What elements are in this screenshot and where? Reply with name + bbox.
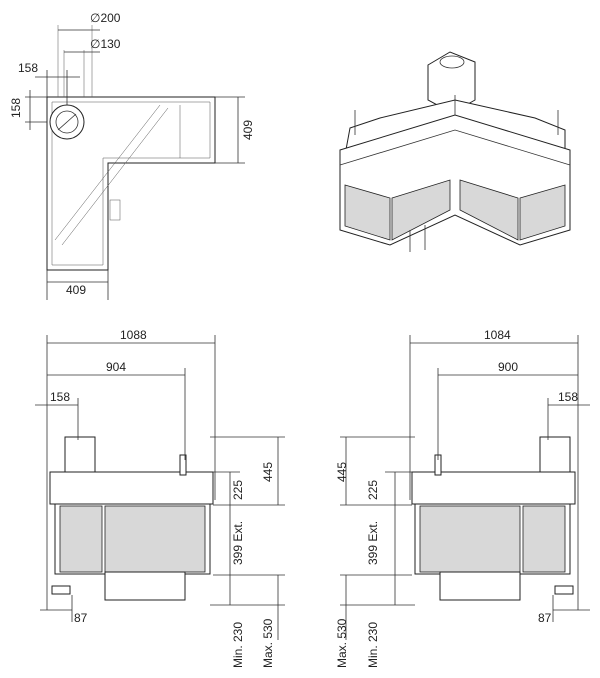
flue-axis-left: 904 — [106, 360, 126, 374]
isometric-view — [339, 51, 571, 252]
height-225-left: 225 — [231, 480, 245, 500]
foot-offset-right: 87 — [538, 611, 552, 625]
total-width-right: 1084 — [484, 328, 511, 342]
total-width-left: 1088 — [120, 328, 147, 342]
flue-offset-right: 158 — [558, 390, 578, 404]
flue-offset-x: 158 — [18, 61, 38, 75]
max-height-right: Max. 530 — [335, 618, 349, 668]
glass-height-left: 399 Ext. — [231, 521, 245, 565]
depth-right: 409 — [241, 120, 255, 140]
height-445-left: 445 — [261, 462, 275, 482]
foot-offset-left: 87 — [74, 611, 88, 625]
flue-inner-diameter: ∅130 — [90, 37, 121, 51]
flue-offset-y: 158 — [9, 98, 23, 118]
front-view-right: 1084 900 158 445 225 399 Ext. Max. 530 M… — [335, 328, 590, 668]
max-height-left: Max. 530 — [261, 618, 275, 668]
front-view-left: 1088 904 158 445 225 399 Ext. Min. 230 M… — [35, 328, 285, 668]
depth-bottom: 409 — [66, 283, 86, 297]
flue-axis-right: 900 — [498, 360, 518, 374]
min-height-right: Min. 230 — [366, 622, 380, 668]
plan-view: ∅200 ∅130 158 158 409 409 — [9, 11, 255, 300]
flue-offset-left: 158 — [50, 390, 70, 404]
min-height-left: Min. 230 — [231, 622, 245, 668]
height-225-right: 225 — [366, 480, 380, 500]
flue-outer-diameter: ∅200 — [90, 11, 121, 25]
height-445-right: 445 — [335, 462, 349, 482]
glass-height-right: 399 Ext. — [366, 521, 380, 565]
